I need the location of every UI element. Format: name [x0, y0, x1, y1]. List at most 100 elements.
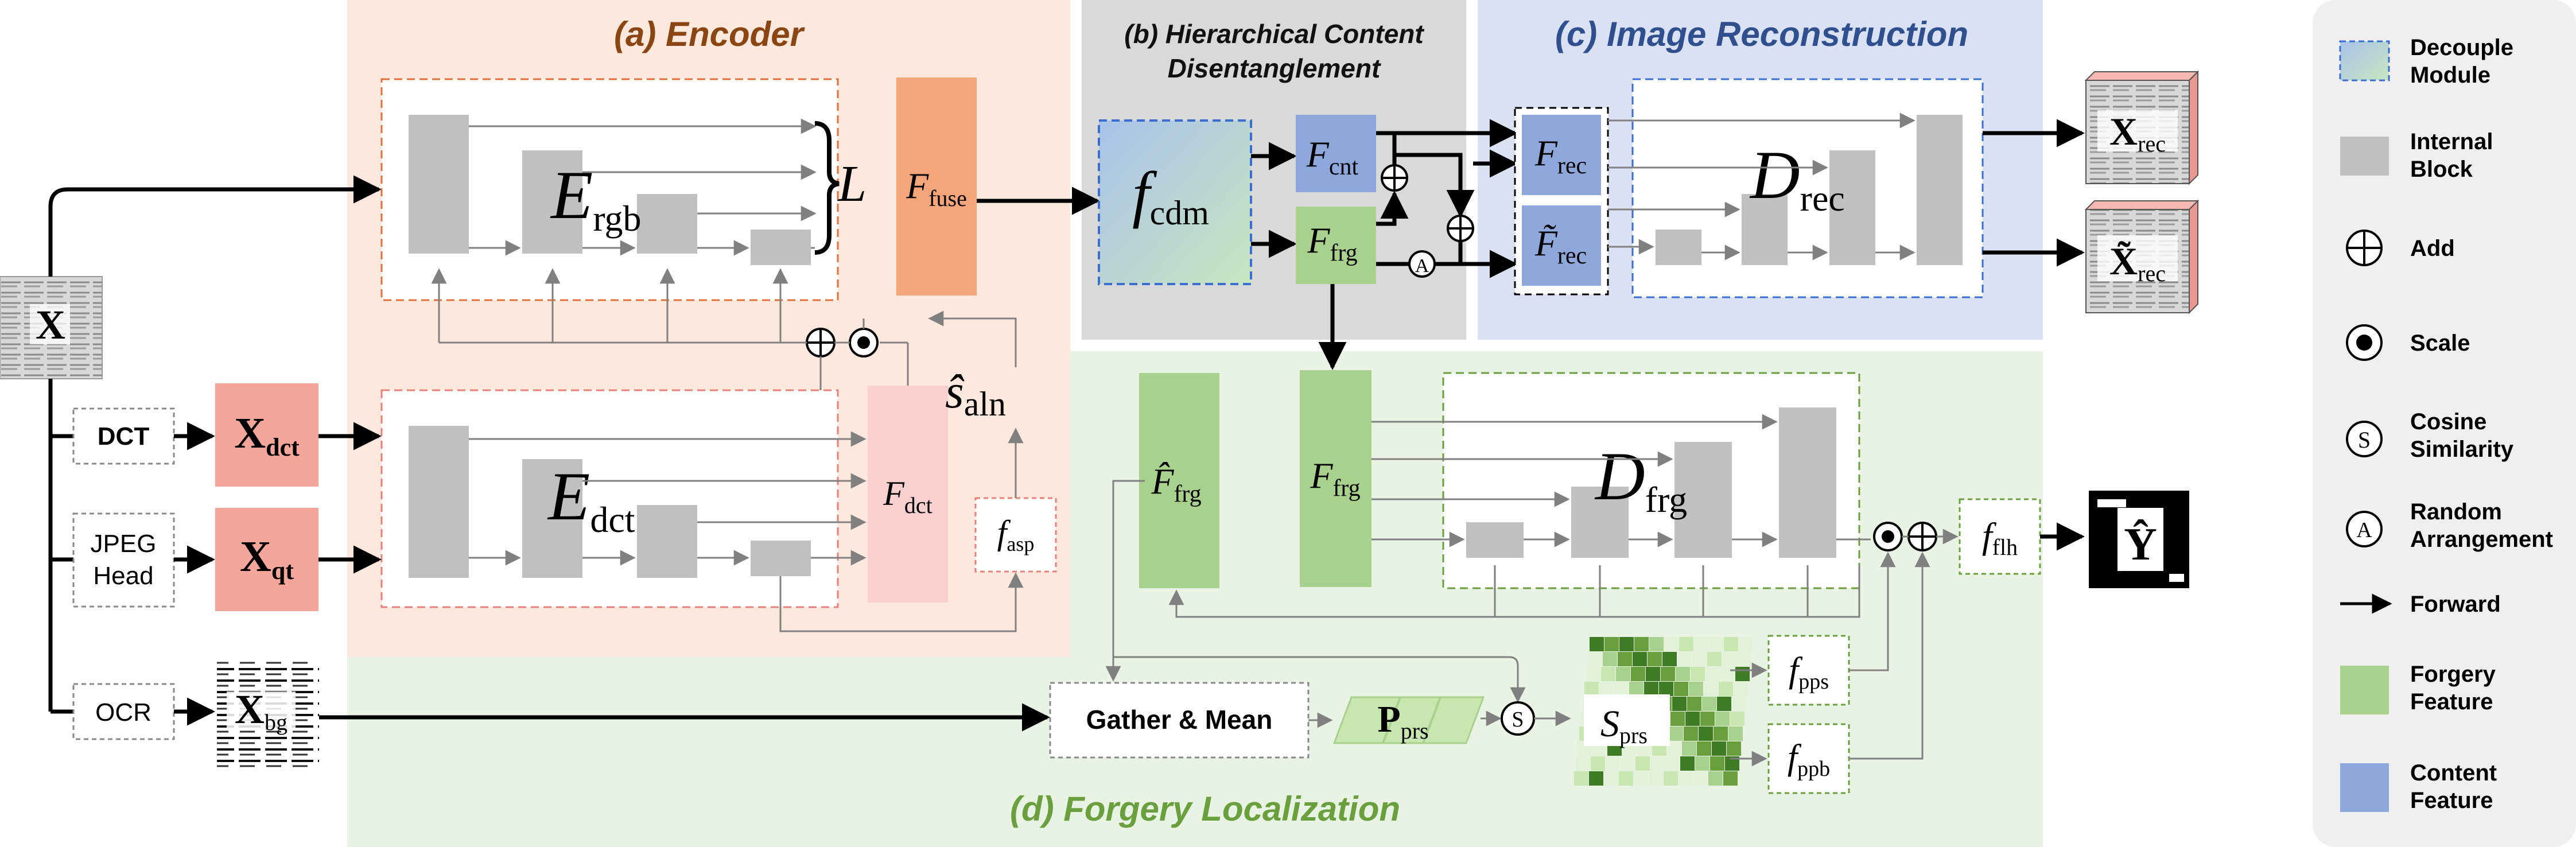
x-bg-label-bg [227, 691, 296, 729]
d-rec-label: Drec [1749, 137, 1845, 219]
d-frg-label: Dfrg [1594, 438, 1687, 520]
s-prs-cell [1664, 637, 1679, 651]
s-prs-cell [1664, 771, 1678, 786]
x-rec-cube-top [2084, 71, 2200, 81]
frg-hat-feedback [1168, 565, 1860, 618]
s-prs-cell [1669, 726, 1683, 741]
s-prs-cell [1739, 637, 1753, 651]
s-prs-label: Sprs [1600, 703, 1648, 748]
s-prs-cell [1714, 726, 1728, 741]
s-prs-cell [1677, 652, 1692, 666]
ppb-to-add-line [1849, 551, 1930, 760]
f-cnt-block [1296, 115, 1376, 192]
x-rec-cube-side [2189, 70, 2198, 185]
p-prs-stripe-1 [1382, 697, 1401, 744]
pps-to-scale-line [1849, 551, 1896, 671]
s-prs-cell [1599, 682, 1614, 696]
legend-scale-icon-dot [2356, 335, 2372, 351]
e-rgb-block-2 [522, 150, 582, 254]
gather-mean-label: Gather & Mean [1086, 705, 1273, 735]
jpeg-head-line1: JPEG [91, 530, 157, 558]
s-prs-cell [1619, 637, 1634, 651]
s-prs-cell [1661, 667, 1675, 681]
d-frg-block-2 [1571, 487, 1629, 558]
cosine-similarity-symbol: S [1512, 708, 1524, 732]
legend-internal-line2: Block [2410, 157, 2473, 182]
s-prs-cell [1719, 682, 1733, 696]
s-prs-cell [1574, 771, 1588, 786]
s-prs-cell [1618, 652, 1632, 666]
d-rec-block-3 [1829, 150, 1875, 265]
d-frg-block-1 [1466, 522, 1524, 558]
s-prs-cell [1700, 712, 1715, 726]
legend-panel [2313, 0, 2576, 847]
f-ppb-box [1767, 723, 1850, 794]
jpeg-head-line2: Head [93, 562, 153, 590]
s-prs-cell [1634, 771, 1648, 786]
x-rec-tilde-cube-top [2084, 200, 2200, 210]
x-dct-label: Xdct [234, 409, 300, 461]
legend-internal-swatch [2340, 137, 2389, 176]
s-prs-cell [1704, 682, 1718, 696]
s-prs-cell [1674, 682, 1688, 696]
x-rec-label: Xrec [2109, 110, 2166, 157]
localization-title: (d) Forgery Localization [1010, 790, 1400, 828]
f-rec-label: Frec [1534, 133, 1587, 179]
s-prs-mosaic [1574, 637, 1753, 786]
legend-random-symbol: A [2356, 518, 2372, 542]
s-prs-cell [1589, 771, 1603, 786]
s-prs-cell [1672, 697, 1687, 711]
recon-title: (c) Image Reconstruction [1555, 15, 1968, 53]
x-dct-box [215, 383, 318, 487]
x-qt-box [215, 508, 318, 611]
e-dct-block-1 [409, 426, 469, 578]
s-prs-cell [1584, 682, 1599, 696]
s-prs-cell [1705, 667, 1720, 681]
s-prs-cell [1717, 697, 1731, 711]
f-dct-label: Fdct [883, 475, 933, 518]
f-frg-loc-label: Ffrg [1310, 455, 1360, 502]
s-prs-cell [1604, 637, 1619, 651]
s-prs-cell [1634, 637, 1649, 651]
jpeg-head-box [72, 512, 175, 608]
f-frg-loc-block [1300, 370, 1371, 587]
y-hat-label-bg [2117, 508, 2163, 571]
s-prs-cell [1659, 682, 1673, 696]
e-dct-block-4 [751, 541, 811, 576]
legend-content-line2: Feature [2410, 788, 2493, 813]
legend-forgery-line2: Feature [2410, 689, 2493, 714]
y-hat-mask-white-1 [2097, 499, 2126, 507]
s-prs-cell [1709, 637, 1723, 651]
s-prs-cell [1715, 712, 1730, 726]
s-prs-cell [1728, 726, 1743, 741]
d-rec-block-2 [1742, 194, 1788, 265]
s-prs-cell [1606, 756, 1620, 771]
s-prs-cell [1603, 652, 1617, 666]
d-rec-block-4 [1917, 115, 1963, 265]
legend-decouple-line2: Module [2410, 63, 2490, 88]
legend-cosine-icon [2346, 421, 2383, 457]
s-prs-cell [1699, 726, 1713, 741]
s-prs-cell [1644, 682, 1658, 696]
s-prs-cell [1720, 667, 1735, 681]
s-prs-cell [1689, 682, 1703, 696]
s-prs-cell [1691, 667, 1705, 681]
frg-hat-to-cos [1113, 656, 1526, 703]
s-prs-cell [1621, 756, 1635, 771]
f-frg-hat-label: F̂frg [1151, 461, 1201, 507]
s-prs-cell [1670, 712, 1685, 726]
s-prs-cell [1708, 771, 1723, 786]
f-flh-box [1959, 498, 2041, 575]
f-cdm-label: fcdm [1132, 159, 1209, 232]
s-prs-cell [1722, 652, 1736, 666]
s-prs-cell [1616, 667, 1630, 681]
s-prs-label-bg [1584, 694, 1670, 746]
legend-scale-label: Scale [2410, 331, 2470, 356]
e-dct-block-3 [637, 505, 697, 578]
p-prs-label: Pprs [1377, 698, 1428, 744]
f-cnt-label: Fcnt [1306, 134, 1359, 180]
s-prs-cell [1734, 682, 1748, 696]
ocr-op-label: OCR [95, 698, 151, 726]
